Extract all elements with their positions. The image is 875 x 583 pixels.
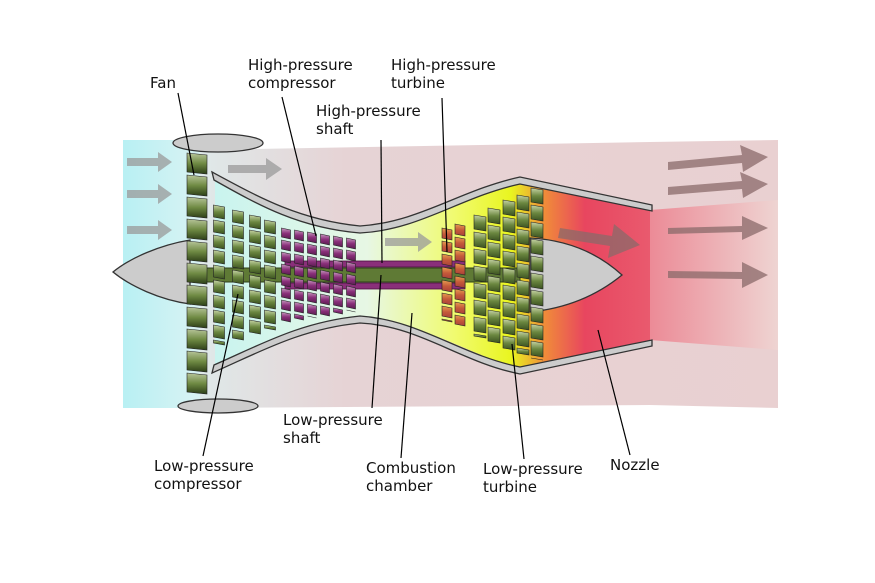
hpt-blade-column [441, 227, 453, 323]
lpt-blade-column [487, 207, 501, 344]
label-lp-compressor-line2: compressor [154, 475, 242, 493]
label-hp-shaft-line1: High-pressure [316, 102, 421, 120]
lpt-blade-column [516, 194, 530, 356]
hpt-blade-column [454, 223, 466, 327]
low-pressure-shaft [199, 267, 521, 283]
hpc-blade-column [307, 231, 317, 319]
high-pressure-compressor-blades [281, 227, 356, 323]
leader-lines [177, 92, 631, 460]
nacelle-lower-lip [177, 398, 259, 414]
hpc-blade-column [281, 227, 291, 323]
label-lp-turbine-line1: Low-pressure [483, 460, 583, 478]
hpc-blade-column [346, 237, 356, 313]
lpt-blade-column [473, 214, 487, 339]
label-nozzle: Nozzle [610, 456, 660, 474]
lpc-blade-column [213, 204, 225, 346]
lpt-blade-column [530, 187, 544, 361]
label-fan: Fan [150, 74, 176, 92]
label-hp-compressor-line1: High-pressure [248, 56, 353, 74]
label-lp-shaft-line2: shaft [283, 429, 321, 447]
low-pressure-compressor-blades [213, 204, 276, 346]
hpc-blade-column [320, 233, 330, 317]
lpc-blade-column [264, 219, 276, 331]
core-casing-upper [211, 170, 653, 234]
label-hp-turbine-line1: High-pressure [391, 56, 496, 74]
spinner-cone [111, 239, 191, 305]
fan-blade-column [186, 152, 208, 395]
exhaust-flow-arrows [558, 145, 768, 288]
lpt-blade-column [502, 199, 516, 351]
fan-blades [186, 152, 208, 395]
label-lp-turbine-line2: turbine [483, 478, 537, 496]
lpc-blade-column [249, 214, 261, 335]
label-hp-turbine-line2: turbine [391, 74, 445, 92]
intake-flow-arrows [127, 152, 432, 252]
label-lp-shaft-line1: Low-pressure [283, 411, 383, 429]
high-pressure-shaft [284, 260, 466, 268]
core-casing-lower [211, 315, 653, 375]
nacelle-upper-lip [172, 133, 264, 153]
label-hp-shaft-line2: shaft [316, 120, 354, 138]
low-pressure-turbine-blades [473, 187, 544, 361]
label-combustion-line2: chamber [366, 477, 433, 495]
label-lp-compressor-line1: Low-pressure [154, 457, 254, 475]
exhaust-cone [529, 237, 623, 313]
hpc-blade-column [333, 235, 343, 315]
hpc-blade-column [294, 229, 304, 321]
lpc-blade-column [232, 209, 244, 341]
label-combustion-line1: Combustion [366, 459, 456, 477]
high-pressure-turbine-blades [441, 223, 466, 327]
label-hp-compressor-line2: compressor [248, 74, 336, 92]
